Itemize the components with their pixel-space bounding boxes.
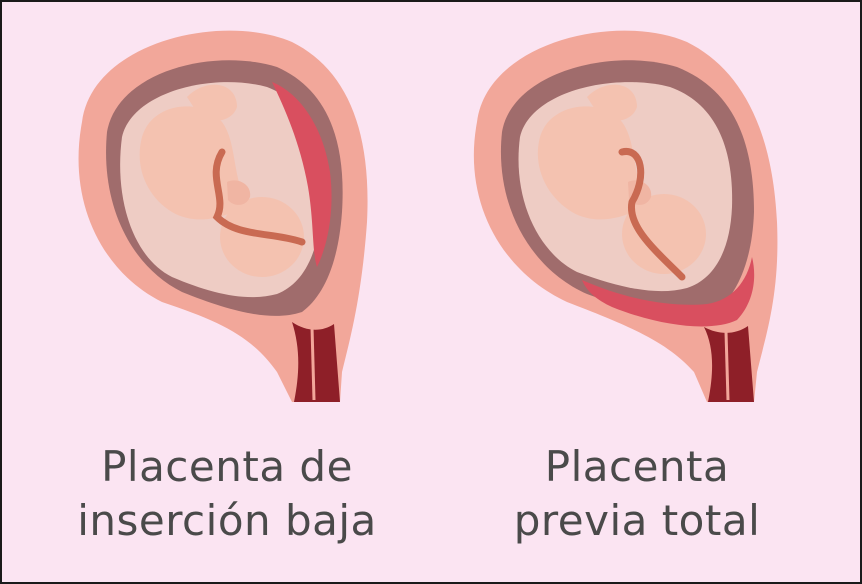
uterus-illustration-low-insertion bbox=[22, 2, 432, 422]
caption-low-insertion: Placenta de inserción baja bbox=[22, 440, 432, 548]
panel-low-insertion: Placenta de inserción baja bbox=[22, 2, 432, 582]
caption-line-2: previa total bbox=[432, 494, 842, 548]
cervix bbox=[292, 322, 340, 402]
cervical-canal bbox=[726, 332, 728, 400]
uterus-illustration-total-previa bbox=[432, 2, 842, 422]
caption-line-1: Placenta bbox=[432, 440, 842, 494]
caption-line-1: Placenta de bbox=[22, 440, 432, 494]
panel-total-previa: Placenta previa total bbox=[432, 2, 842, 582]
caption-total-previa: Placenta previa total bbox=[432, 440, 842, 548]
caption-line-2: inserción baja bbox=[22, 494, 432, 548]
cervical-canal bbox=[312, 327, 314, 400]
